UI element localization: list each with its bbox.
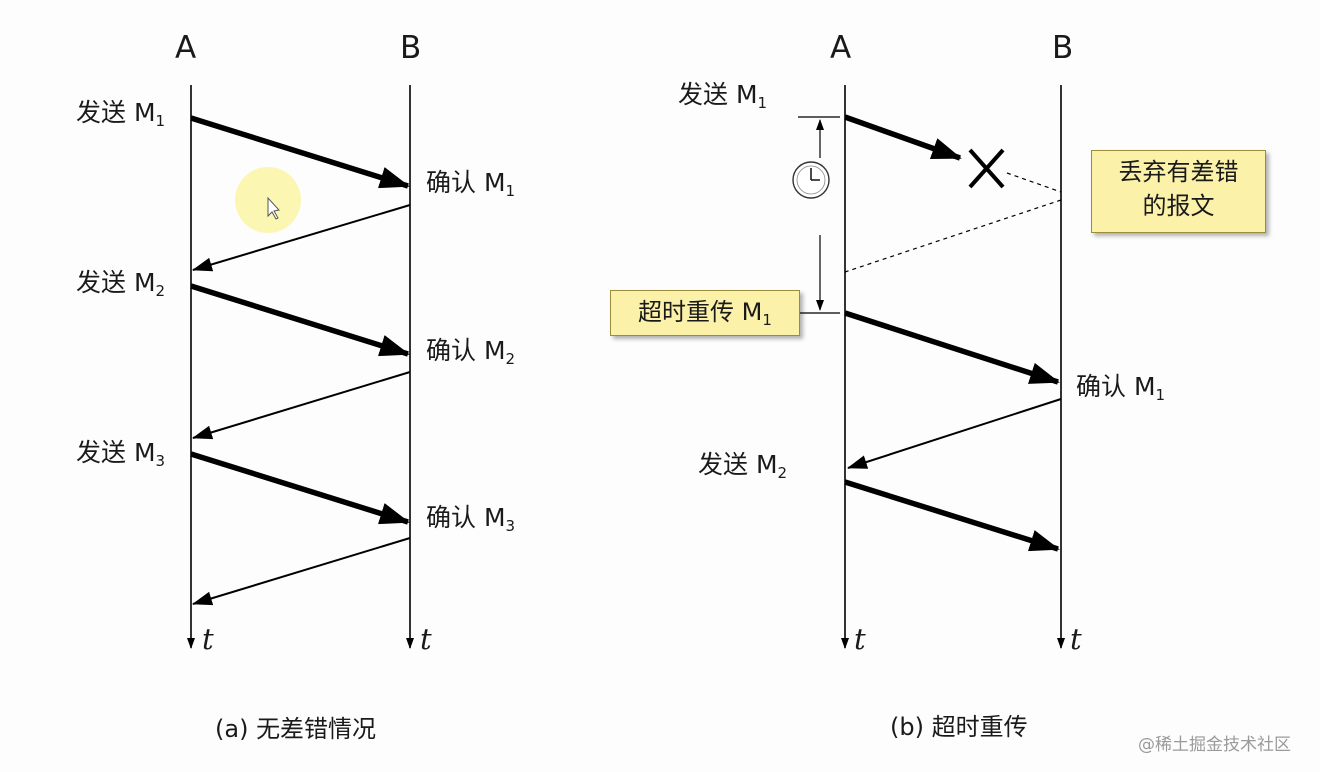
discard-note-line2: 的报文: [1142, 192, 1215, 220]
caption-b: (b) 超时重传: [890, 713, 1028, 741]
ack-m2-label-left: 确认 M2: [426, 336, 516, 368]
node-b-header-left: B: [400, 30, 422, 66]
retransmit-note: 超时重传 M1: [610, 290, 800, 336]
clock-icon: [792, 161, 830, 199]
ack-m1-arrow-right: [847, 398, 1062, 469]
send-m1-label-left: 发送 M1: [76, 98, 166, 130]
cursor-icon: [267, 196, 280, 220]
missing-ack-dashed-path: [844, 199, 1062, 273]
send-m3-label-left: 发送 M3: [76, 438, 166, 470]
send-m3-arrow-left: [190, 451, 410, 525]
watermark: @稀土掘金技术社区: [1138, 735, 1291, 755]
ack-m1-label-right: 确认 M1: [1076, 372, 1166, 404]
send-m2-arrow-left: [190, 283, 410, 357]
time-label-b-right: t: [1070, 622, 1082, 656]
send-m2-arrow-right: [844, 479, 1060, 552]
ack-m3-arrow-left: [192, 537, 411, 606]
send-m1-lost-arrow: [844, 114, 962, 161]
time-label-b-left: t: [420, 622, 432, 656]
lost-x-stroke-2: [968, 148, 1005, 189]
send-m2-label-left: 发送 M2: [76, 268, 166, 300]
discard-note: 丢弃有差错 的报文: [1091, 150, 1266, 233]
lost-dashed-path: [1006, 172, 1062, 193]
ack-m3-label-left: 确认 M3: [426, 503, 516, 535]
node-a-header-left: A: [175, 30, 197, 66]
node-b-header-right: B: [1052, 30, 1074, 66]
ack-m1-arrow-left: [192, 204, 411, 272]
caption-a: (a) 无差错情况: [215, 715, 377, 743]
node-a-header-right: A: [830, 30, 852, 66]
time-label-a-right: t: [854, 622, 866, 656]
send-m1-arrow-left: [190, 115, 410, 189]
send-m2-label-right: 发送 M2: [698, 450, 788, 482]
ack-m1-label-left: 确认 M1: [426, 168, 516, 200]
discard-note-line1: 丢弃有差错: [1118, 158, 1239, 186]
ack-m2-arrow-left: [192, 371, 411, 440]
send-m1-label-right: 发送 M1: [678, 80, 768, 112]
time-label-a-left: t: [202, 622, 214, 656]
retransmit-m1-arrow: [844, 310, 1060, 385]
